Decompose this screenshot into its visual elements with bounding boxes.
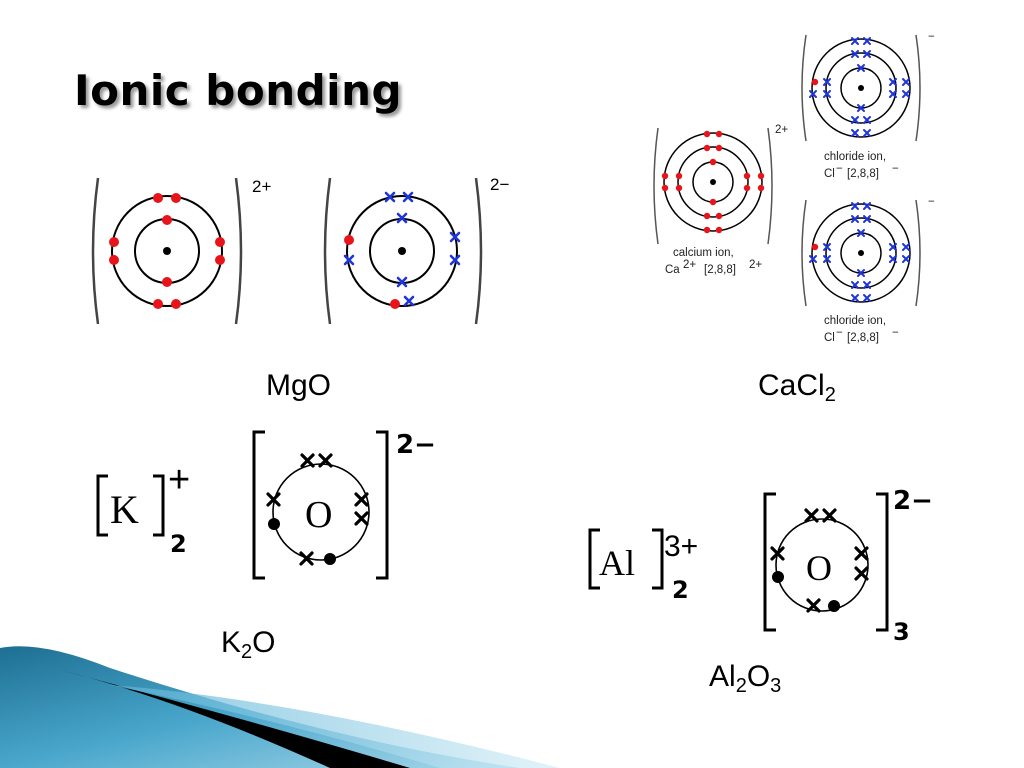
svg-text:2+: 2+ [683, 259, 696, 271]
k-symbol: K [110, 487, 139, 532]
slide-title: Ionic bonding [74, 66, 403, 115]
svg-text:Ca: Ca [665, 264, 680, 276]
svg-text:−: − [928, 196, 935, 208]
svg-text:[2,8,8]: [2,8,8] [704, 264, 736, 276]
svg-text:[2,8,8]: [2,8,8] [847, 332, 879, 344]
chloride-name-top: chloride ion, [824, 151, 886, 163]
svg-text:Cl: Cl [824, 168, 835, 180]
svg-text:Cl: Cl [824, 332, 835, 344]
svg-text:2: 2 [672, 576, 689, 604]
al2o3-label: Al2O3 [709, 660, 782, 697]
svg-text:3: 3 [893, 618, 910, 646]
o-charge: 2− [490, 175, 509, 194]
svg-text:−: − [928, 31, 935, 43]
svg-text:2: 2 [170, 530, 187, 558]
svg-text:+: + [168, 459, 190, 501]
chloride-ion-diagram-bottom: − chloride ion, Cl − [2,8,8] − [801, 196, 935, 344]
chloride-name-bottom: chloride ion, [824, 315, 886, 327]
o-symbol-al2o3: O [806, 548, 832, 588]
o-symbol-k2o: O [305, 494, 332, 536]
svg-text:3+: 3+ [664, 530, 698, 563]
k2o-label: K2O [221, 626, 276, 663]
chloride-ion-diagram-top: − chloride ion, Cl − [2,8,8] − [801, 31, 935, 180]
nucleus-icon [163, 247, 171, 255]
mg-electrons [109, 193, 225, 309]
svg-text:2+: 2+ [775, 124, 788, 136]
al2o3-diagram: Al 3+ 2 O 2− 3 [588, 486, 933, 646]
k2o-diagram: K + 2 O 2− [96, 430, 436, 580]
svg-text:−: − [892, 163, 899, 175]
svg-text:−: − [892, 327, 899, 339]
mgo-label: MgO [266, 369, 332, 402]
mg-charge: 2+ [252, 177, 271, 196]
svg-text:[2,8,8]: [2,8,8] [847, 168, 879, 180]
calcium-name: calcium ion, [673, 247, 734, 259]
decorative-swoosh [0, 646, 560, 768]
svg-text:−: − [836, 163, 843, 175]
al-symbol: Al [599, 543, 635, 583]
svg-text:2+: 2+ [749, 259, 762, 271]
svg-text:−: − [836, 327, 843, 339]
mg-ion-diagram: 2+ [91, 177, 271, 325]
calcium-ion-diagram: 2+ calcium ion, Ca 2+ [2,8,8] 2+ [653, 124, 788, 276]
svg-text:2−: 2− [396, 430, 436, 460]
o-gained-electrons [343, 191, 461, 307]
cacl2-label: CaCl2 [758, 369, 836, 406]
svg-text:2−: 2− [893, 486, 933, 516]
o-ion-diagram: 2− [323, 175, 509, 325]
